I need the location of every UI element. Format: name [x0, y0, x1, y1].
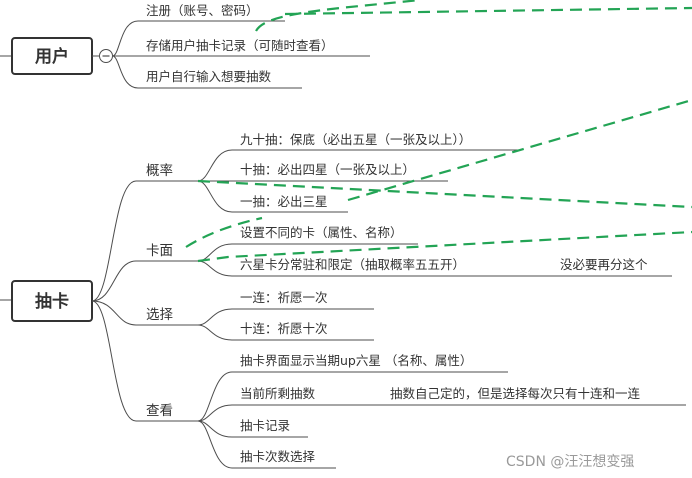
user-section: 用户 注册（账号、密码） 存储用户抽卡记录（可随时查看） 用户自行输入想要抽数: [0, 3, 370, 89]
card-note: 没必要再分这个: [560, 257, 648, 272]
view-note: 抽数自己定的，但是选择每次只有十连和一连: [390, 386, 641, 401]
dashed-link: [185, 216, 263, 248]
branch-choose: 选择: [146, 307, 173, 323]
root-node-user-label: 用户: [35, 46, 69, 67]
minus-circle-icon[interactable]: [99, 49, 113, 63]
probability-item-10: 十抽：必出四星（一张及以上）: [240, 162, 415, 177]
probability-item-90: 九十抽：保底（必出五星（一张及以上））: [240, 132, 471, 147]
branch-probability: 概率: [146, 162, 173, 179]
probability-item-1: 一抽：必出三星: [240, 194, 328, 209]
user-item-register: 注册（账号、密码）: [146, 3, 259, 18]
dashed-link: [284, 6, 692, 16]
choose-item-single: 一连：祈愿一次: [240, 290, 328, 305]
dashed-link: [347, 98, 692, 202]
choose-item-ten: 十连：祈愿十次: [240, 321, 328, 336]
draw-section: 抽卡 概率 卡面 选择 查看 九十抽：保底（必出五星（一张及以上）） 十抽：必出…: [0, 132, 686, 469]
card-item-types: 设置不同的卡（属性、名称）: [240, 225, 403, 240]
view-item-records: 抽卡记录: [240, 418, 290, 433]
dashed-link: [255, 0, 421, 32]
dashed-link: [197, 179, 692, 209]
root-node-draw-label: 抽卡: [35, 291, 69, 312]
view-item-remaining: 当前所剩抽数: [240, 386, 316, 401]
branch-view: 查看: [146, 403, 173, 419]
dashed-links: [185, 0, 692, 263]
dashed-link: [197, 230, 692, 263]
view-item-up-six-star: 抽卡界面显示当期up六星 （名称、属性）: [240, 353, 472, 368]
watermark: CSDN @汪汪想变强: [506, 454, 634, 470]
view-item-count-select: 抽卡次数选择: [240, 449, 316, 464]
branch-card-face: 卡面: [146, 243, 173, 259]
user-item-input-draws: 用户自行输入想要抽数: [146, 69, 272, 84]
card-item-six-star: 六星卡分常驻和限定（抽取概率五五开）: [240, 257, 465, 272]
user-item-store-records: 存储用户抽卡记录（可随时查看）: [146, 38, 334, 53]
